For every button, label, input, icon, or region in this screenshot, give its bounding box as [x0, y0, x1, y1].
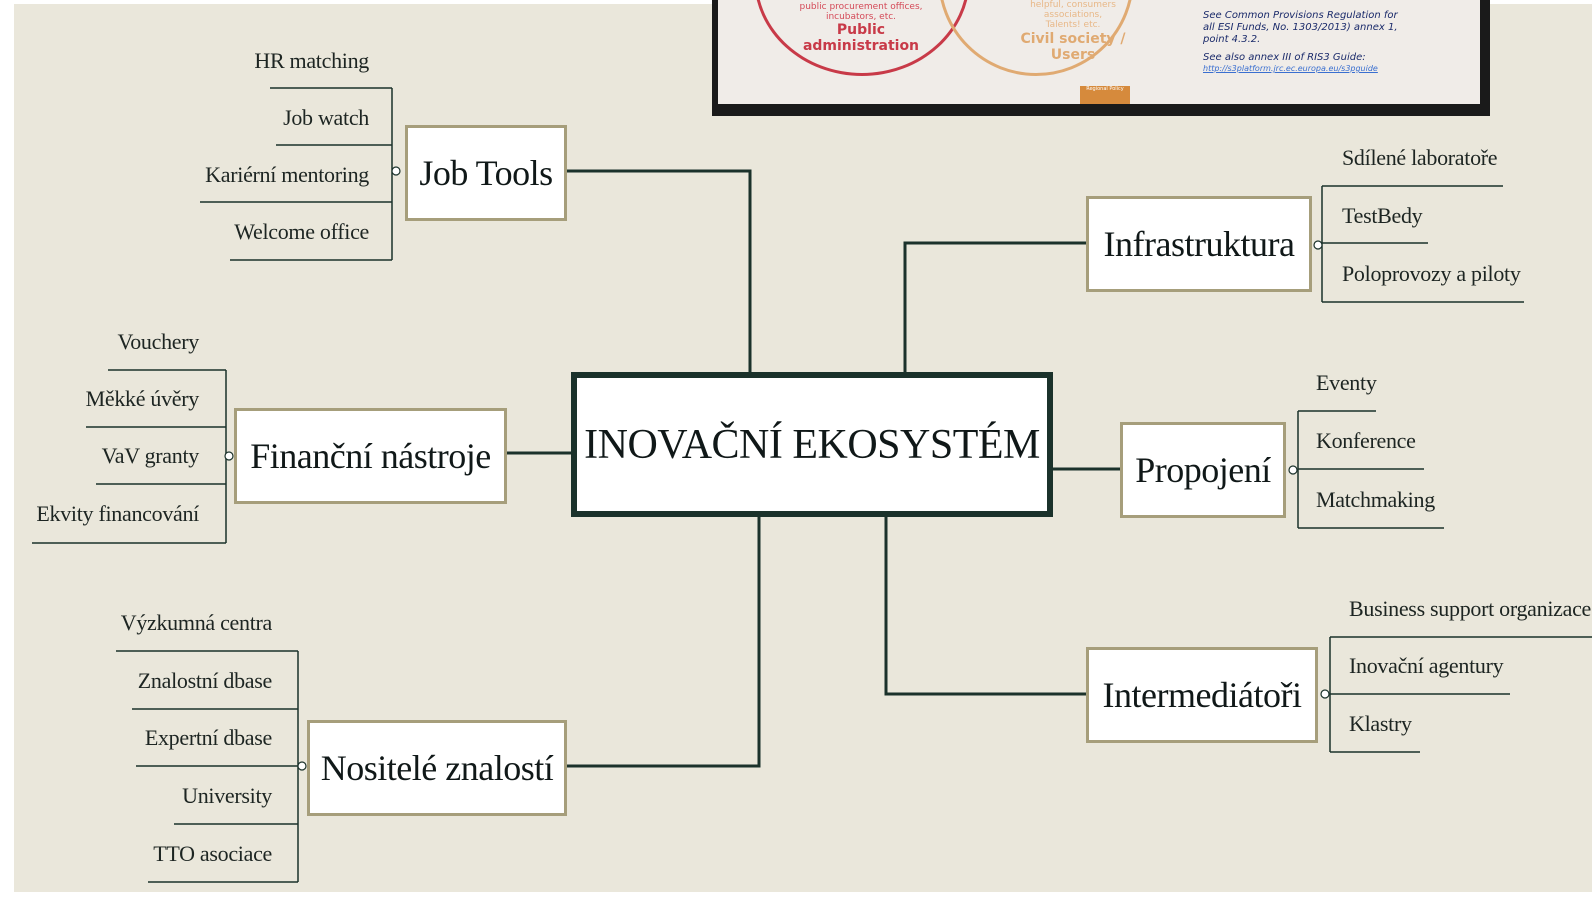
pa-small-text: public procurement offices,	[799, 2, 923, 12]
branch-infrastruktura[interactable]: Infrastruktura	[1086, 196, 1312, 292]
branch-intermediatori[interactable]: Intermediátoři	[1086, 647, 1318, 743]
cs-small-text: helpful, consumers	[1030, 0, 1116, 10]
pa-small-text-2: incubators, etc.	[825, 12, 897, 22]
note-line-2: all ESI Funds, No. 1303/2013) annex 1,	[1203, 22, 1398, 33]
leaf-matchmaking[interactable]: Matchmaking	[1316, 487, 1435, 512]
leaf-sdilene-laboratore[interactable]: Sdílené laboratoře	[1342, 145, 1498, 170]
slide-screen: public procurement offices, incubators, …	[718, 0, 1480, 104]
cs-small-text-2: associations,	[1043, 10, 1103, 20]
leaf-expertni-dbase[interactable]: Expertní dbase	[144, 725, 272, 750]
leaf-job-watch[interactable]: Job watch	[283, 105, 369, 130]
connector-intermediatori	[884, 517, 1086, 696]
center-node[interactable]: INOVAČNÍ EKOSYSTÉM	[571, 372, 1053, 517]
guide-link[interactable]: http://s3platform.jrc.ec.europa.eu/s3pgu…	[1203, 64, 1378, 73]
leaf-klastry[interactable]: Klastry	[1349, 711, 1412, 736]
leaf-hr-matching[interactable]: HR matching	[254, 48, 369, 73]
note-line-4: See also annex III of RIS3 Guide:	[1203, 52, 1366, 63]
connector-infrastruktura	[903, 241, 1086, 372]
leaf-znalostni-dbase[interactable]: Znalostní dbase	[137, 668, 273, 693]
leaf-vouchery[interactable]: Vouchery	[117, 329, 199, 354]
connector-job-tools	[567, 169, 752, 372]
pa-title-2: administration	[802, 38, 920, 54]
leaf-testbedy[interactable]: TestBedy	[1342, 203, 1423, 228]
leaf-ekvity-financovani[interactable]: Ekvity financování	[36, 501, 199, 526]
leaf-welcome-office[interactable]: Welcome office	[234, 219, 369, 244]
leaf-university[interactable]: University	[182, 783, 272, 808]
leaf-eventy[interactable]: Eventy	[1316, 370, 1377, 395]
leaf-tto-asociace[interactable]: TTO asociace	[153, 841, 272, 866]
inset-photo: public procurement offices, incubators, …	[712, 0, 1490, 116]
branch-nositele-znalosti[interactable]: Nositelé znalostí	[307, 720, 567, 816]
leaf-vyzkumna-centra[interactable]: Výzkumná centra	[120, 610, 273, 635]
leaf-poloprovozy-a-piloty[interactable]: Poloprovozy a piloty	[1342, 261, 1521, 286]
branch-financni-nastroje[interactable]: Finanční nástroje	[234, 408, 507, 504]
cs-title: Civil society /	[1020, 31, 1126, 47]
leaf-business-support-organizace[interactable]: Business support organizace	[1349, 596, 1591, 621]
pa-title: Public	[836, 22, 886, 38]
note-line-1: See Common Provisions Regulation for	[1203, 10, 1398, 21]
regional-policy-badge: Regional Policy	[1080, 86, 1130, 104]
connector-nositele	[567, 517, 761, 768]
branch-job-tools[interactable]: Job Tools	[405, 125, 567, 221]
cs-title-2: Users	[1050, 47, 1096, 63]
cs-small-text-3: Talents! etc.	[1045, 20, 1101, 30]
note-line-3: point 4.3.2.	[1203, 34, 1261, 45]
leaf-karierni-mentoring[interactable]: Kariérní mentoring	[205, 162, 369, 187]
leaf-mekke-uvery[interactable]: Měkké úvěry	[85, 386, 200, 411]
leaf-inovacni-agentury[interactable]: Inovační agentury	[1349, 653, 1504, 678]
branch-propojeni[interactable]: Propojení	[1120, 422, 1286, 518]
leaf-vav-granty[interactable]: VaV granty	[101, 443, 200, 468]
leaf-konference[interactable]: Konference	[1316, 428, 1416, 453]
